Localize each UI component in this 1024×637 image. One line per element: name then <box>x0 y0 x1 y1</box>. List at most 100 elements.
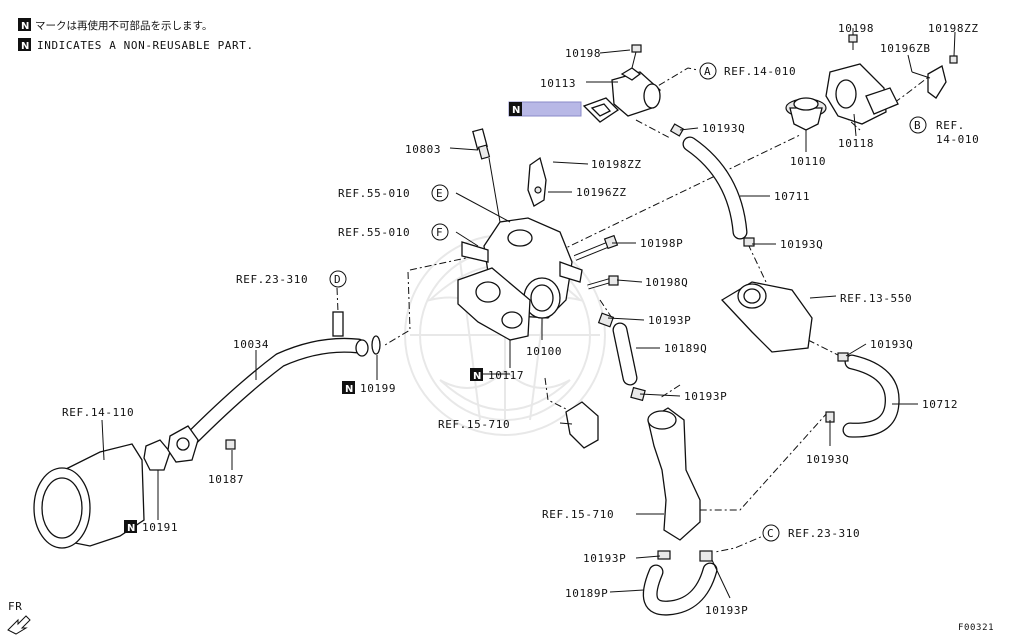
part-10187-nut <box>225 439 236 450</box>
label-10198-top: 10198 <box>565 47 601 60</box>
ref-letter-e: E <box>436 187 443 200</box>
ref-e-label: REF.55-010 <box>338 187 410 200</box>
ref-13-550-label: REF.13-550 <box>840 292 912 305</box>
part-ref-15-710-pipe-large <box>647 407 701 541</box>
label-10198-right: 10198 <box>838 22 874 35</box>
label-10189q: 10189Q <box>664 342 707 355</box>
non-reusable-note: N マークは再使用不可部品を示します。 N INDICATES A NON-RE… <box>18 18 254 52</box>
front-arrow-icon <box>7 615 31 635</box>
label-10193q-a: 10193Q <box>702 122 745 135</box>
part-10034-pipe <box>182 311 369 448</box>
label-10198p: 10198P <box>640 237 683 250</box>
n-symbol-10117: N <box>473 371 481 382</box>
n-symbol-10191: N <box>127 523 135 534</box>
ref-15-710-label-top: REF.15-710 <box>438 418 510 431</box>
label-10034: 10034 <box>233 338 269 351</box>
ref-f-label: REF.55-010 <box>338 226 410 239</box>
n-symbol-box-2 <box>18 38 31 51</box>
part-10110-thermostat <box>785 97 827 131</box>
label-10191: 10191 <box>142 521 178 534</box>
label-10196zz: 10196ZZ <box>576 186 627 199</box>
ref-d-label: REF.23-310 <box>236 273 308 286</box>
part-10199-oring <box>371 335 381 355</box>
note-japanese: マークは再使用不可部品を示します。 <box>35 19 212 32</box>
ref-14-110-label: REF.14-110 <box>62 406 134 419</box>
label-10196zb: 10196ZB <box>880 42 931 55</box>
ref-letter-d: D <box>334 273 341 286</box>
label-10113: 10113 <box>540 77 576 90</box>
n-marker-10199: N <box>342 381 355 395</box>
fr-label: FR <box>8 600 22 613</box>
part-10117-gasket <box>457 267 531 341</box>
ref-circle-a: A REF.14-010 <box>699 62 796 80</box>
part-10189p-hose <box>642 562 718 616</box>
connection-lines <box>336 67 936 553</box>
ref-letter-a: A <box>704 65 711 78</box>
part-10196zz-bracket <box>527 156 547 207</box>
n-symbol-box <box>18 18 31 31</box>
n-symbol-10199: N <box>345 384 353 395</box>
part-10803-sensor <box>472 128 491 160</box>
part-10191-gasket <box>143 439 171 471</box>
part-10198-bolt-right <box>848 34 858 50</box>
clamps <box>597 123 849 562</box>
ref-circle-d: D REF.23-310 <box>236 270 347 288</box>
part-pipe-flange <box>167 425 199 463</box>
ref-b-label-1: REF. <box>936 119 965 132</box>
part-10198zz-bolt-right <box>949 55 958 64</box>
figure-code: F00321 <box>958 623 994 633</box>
label-10711: 10711 <box>774 190 810 203</box>
label-10198q: 10198Q <box>645 276 688 289</box>
ref-letter-f: F <box>436 226 443 239</box>
label-10712: 10712 <box>922 398 958 411</box>
ref-circle-e: E REF.55-010 <box>338 184 449 202</box>
label-10803: 10803 <box>405 143 441 156</box>
part-gasket-n <box>582 97 620 123</box>
part-10198q-bolt <box>587 275 619 290</box>
n-symbol-gasket: N <box>512 105 520 116</box>
ref-letter-b: B <box>914 119 921 132</box>
n-marker-10117: N <box>470 368 483 382</box>
label-10193q-b: 10193Q <box>780 238 823 251</box>
part-10196zb-bracket <box>927 65 947 99</box>
label-10118: 10118 <box>838 137 874 150</box>
ref-c-label: REF.23-310 <box>788 527 860 540</box>
part-10712-hose <box>842 354 900 438</box>
n-marker-10191: N <box>124 520 137 534</box>
ref-15-710-label-bottom: REF.15-710 <box>542 508 614 521</box>
label-10110: 10110 <box>790 155 826 168</box>
label-10193p-b: 10193P <box>684 390 727 403</box>
part-10198p-bolt <box>573 234 619 261</box>
label-10189p: 10189P <box>565 587 608 600</box>
ref-circle-c: C REF.23-310 <box>762 524 860 542</box>
part-10198-bolt-top <box>631 44 642 69</box>
ref-letter-c: C <box>767 527 774 540</box>
part-10711-hose <box>682 136 748 240</box>
label-10198zz-mid: 10198ZZ <box>591 158 642 171</box>
label-10193p-c: 10193P <box>583 552 626 565</box>
label-10100: 10100 <box>526 345 562 358</box>
label-10199: 10199 <box>360 382 396 395</box>
part-ref-14-110-housing <box>33 443 145 549</box>
note-english: INDICATES A NON-REUSABLE PART. <box>37 39 254 52</box>
ref-a-label: REF.14-010 <box>724 65 796 78</box>
label-10193q-d: 10193Q <box>806 453 849 466</box>
label-10193p-a: 10193P <box>648 314 691 327</box>
n-symbol-2: N <box>21 41 29 52</box>
label-10117: 10117 <box>488 369 524 382</box>
ref-b-label-2: 14-010 <box>936 133 979 146</box>
part-ref-13-550-pipe <box>720 281 813 353</box>
n-symbol: N <box>21 21 29 32</box>
ref-circle-b: B REF. 14-010 <box>909 116 979 146</box>
leader-lines <box>101 28 956 599</box>
part-ref-15-710-pipe-small <box>565 401 599 449</box>
part-10118-case <box>825 63 899 125</box>
part-10189q-hose <box>612 322 638 386</box>
label-10193q-c: 10193Q <box>870 338 913 351</box>
front-direction-indicator: FR <box>7 600 31 635</box>
ref-circle-f: F REF.55-010 <box>338 223 449 241</box>
label-10198zz-right: 10198ZZ <box>928 22 979 35</box>
part-10113-housing <box>611 67 661 117</box>
